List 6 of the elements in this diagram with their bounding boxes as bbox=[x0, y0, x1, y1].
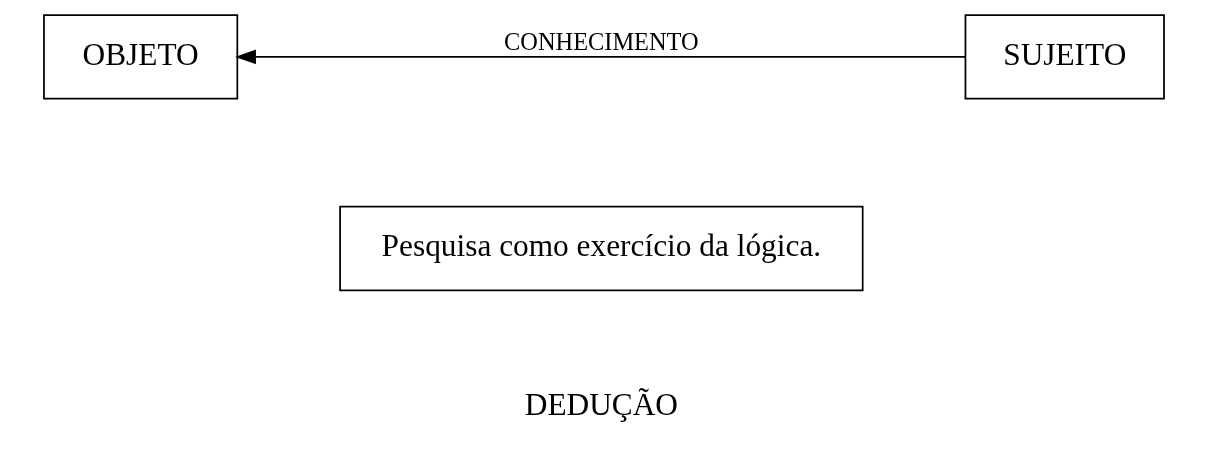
node-box: Pesquisa como exercício da lógica. bbox=[339, 205, 864, 292]
node-box: OBJETO bbox=[43, 14, 239, 100]
arrow bbox=[235, 49, 967, 65]
label: DEDUÇÃO bbox=[524, 386, 678, 422]
node-box: SUJEITO bbox=[964, 14, 1165, 100]
edge-label: CONHECIMENTO bbox=[504, 28, 699, 56]
